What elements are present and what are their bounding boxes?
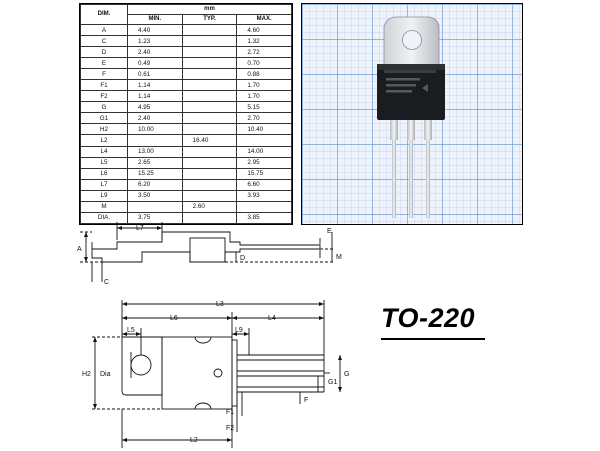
package-title: TO-220 — [381, 303, 476, 333]
label-G: G — [344, 371, 349, 378]
min-cell: 2.40 — [127, 46, 183, 59]
label-M: M — [336, 254, 342, 261]
max-cell: 2.72 — [236, 46, 292, 59]
label-L6: L6 — [170, 315, 178, 322]
label-E: E — [327, 228, 332, 235]
label-F1: F1 — [226, 409, 234, 416]
label-L4: L4 — [268, 315, 276, 322]
table-row: DIA.3.75 3.85 — [80, 211, 292, 225]
label-G1: G1 — [328, 379, 337, 386]
label-F: F — [304, 397, 308, 404]
front-view-drawing — [121, 336, 325, 410]
component-photo — [301, 3, 523, 225]
dim-cell: C — [80, 35, 128, 48]
label-L5: L5 — [127, 327, 135, 334]
label-C: C — [104, 279, 109, 286]
package-marking — [384, 70, 436, 93]
package-title-underline — [381, 338, 485, 340]
transistor-image — [377, 16, 445, 218]
max-cell: 4.60 — [236, 23, 292, 37]
label-H2: H2 — [82, 371, 91, 378]
label-L9: L9 — [235, 327, 243, 334]
dimension-arrows — [84, 226, 342, 442]
min-cell: 3.75 — [127, 211, 183, 225]
label-L7: L7 — [136, 225, 144, 232]
dim-cell: DIA. — [80, 211, 128, 225]
label-Dia: Dia — [100, 371, 111, 378]
label-L2: L2 — [190, 437, 198, 444]
label-F2: F2 — [226, 425, 234, 432]
side-view-drawing — [91, 231, 321, 263]
dim-cell: D — [80, 46, 128, 59]
max-cell: 1.32 — [236, 35, 292, 48]
label-L3: L3 — [216, 301, 224, 308]
max-cell: 3.85 — [236, 211, 292, 225]
label-D: D — [240, 255, 245, 262]
label-A: A — [77, 246, 82, 253]
to220-photo-illustration — [302, 4, 522, 224]
dim-cell: A — [80, 23, 128, 37]
